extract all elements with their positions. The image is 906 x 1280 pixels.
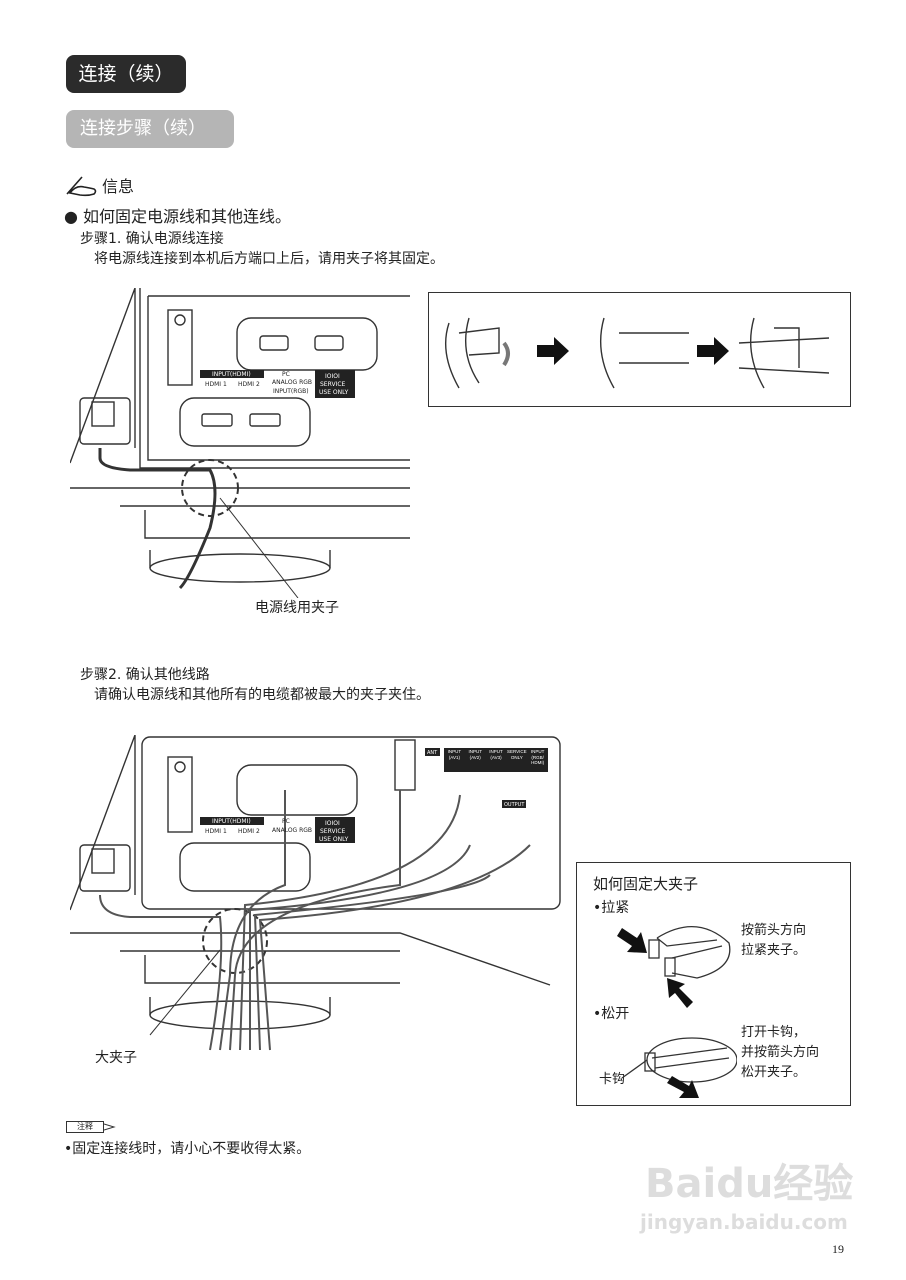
arrow-icon — [667, 978, 693, 1008]
service-icon: IOIOI — [325, 820, 340, 827]
input-rgb-label: INPUT(RGB) — [273, 388, 309, 395]
hand-pen-icon — [66, 176, 97, 197]
hook-label: 卡钩 — [599, 1072, 626, 1087]
av2-label: INPUT (AV2) — [468, 749, 482, 760]
step1-diagram: INPUT(HDMI) HDMI 1 HDMI 2 PC ANALOG RGB … — [70, 288, 410, 598]
tighten-desc-line: 按箭头方向 — [741, 923, 807, 938]
input-hdmi-label: INPUT(HDMI) — [212, 818, 251, 825]
note-text: •固定连接线时，请小心不要收得太紧。 — [64, 1141, 311, 1157]
arrow-icon — [617, 928, 647, 953]
output-label: OUTPUT — [504, 802, 525, 808]
service-label: SERVICE — [320, 828, 346, 835]
step1-title: 步骤1. 确认电源线连接 — [80, 231, 224, 247]
page-number: 19 — [832, 1242, 844, 1256]
bullet-title: ● 如何固定电源线和其他连线。 — [64, 207, 292, 226]
subsection-title: 连接步骤（续） — [66, 110, 234, 148]
note-badge: 注释 — [66, 1121, 118, 1133]
clamp-steps-figure — [428, 292, 851, 407]
service-only-label: SERVICE ONLY — [506, 749, 527, 760]
analog-rgb-label: ANALOG RGB — [272, 827, 312, 834]
hdmi2-label: HDMI 2 — [238, 828, 260, 835]
tighten-desc: 按箭头方向 拉紧夹子。 — [741, 921, 806, 961]
tighten-desc-line: 拉紧夹子。 — [741, 943, 807, 958]
arrow-right-icon — [697, 337, 729, 365]
watermark-logo: Baidu经验 — [645, 1161, 854, 1207]
release-desc-line: 松开夹子。 — [741, 1065, 807, 1080]
analog-rgb-label: ANALOG RGB — [272, 379, 312, 386]
large-clamp-box: 如何固定大夹子 •拉紧 按箭头方向 拉紧夹子。 •松开 打开卡钩， 并按箭头方向… — [576, 862, 851, 1106]
release-label: •松开 — [593, 1006, 630, 1022]
info-label: 信息 — [102, 177, 135, 196]
clamp-illustrations — [617, 926, 737, 1098]
release-desc-line: 打开卡钩， — [741, 1025, 807, 1040]
step2-diagram: INPUT(HDMI) HDMI 1 HDMI 2 PC ANALOG RGB … — [70, 735, 561, 1051]
large-clamp-callout: 大夹子 — [95, 1050, 137, 1066]
use-only-label: USE ONLY — [319, 836, 349, 843]
arrow-icon — [667, 1076, 699, 1098]
info-heading: 信息 — [64, 173, 134, 197]
av1-label: INPUT (AV1) — [447, 749, 462, 760]
bullet-title-text: 如何固定电源线和其他连线。 — [83, 207, 292, 226]
watermark-url: jingyan.baidu.com — [640, 1210, 848, 1234]
rgb-hdmi-label: INPUT (RGB/ HDMI) — [530, 749, 545, 765]
release-desc-line: 并按箭头方向 — [741, 1045, 820, 1060]
pc-label: PC — [282, 818, 290, 825]
hdmi1-label: HDMI 1 — [205, 828, 227, 835]
use-only-label: USE ONLY — [319, 389, 349, 396]
hdmi1-label: HDMI 1 — [205, 381, 227, 388]
note-badge-label: 注释 — [66, 1121, 104, 1133]
input-hdmi-label: INPUT(HDMI) — [212, 371, 251, 378]
step2-desc: 请确认电源线和其他所有的电缆都被最大的夹子夹住。 — [94, 687, 430, 703]
hdmi2-label: HDMI 2 — [238, 381, 260, 388]
arrow-right-icon — [104, 1123, 116, 1131]
clamp-box-title: 如何固定大夹子 — [593, 875, 699, 893]
step2-title: 步骤2. 确认其他线路 — [80, 667, 210, 683]
rotate-arrow-icon — [502, 341, 510, 367]
release-desc: 打开卡钩， 并按箭头方向 松开夹子。 — [741, 1023, 819, 1083]
arrow-right-icon — [537, 337, 569, 365]
tighten-label: •拉紧 — [593, 900, 630, 916]
power-clamp-callout: 电源线用夹子 — [255, 600, 339, 616]
av-input-header: INPUT (AV1) INPUT (AV2) INPUT (AV3) SERV… — [444, 748, 548, 772]
ant-label: ANT — [427, 750, 438, 756]
clamp-steps-illustration — [444, 317, 830, 389]
service-label: SERVICE — [320, 381, 346, 388]
step1-desc: 将电源线连接到本机后方端口上后，请用夹子将其固定。 — [94, 251, 444, 267]
pc-label: PC — [282, 371, 290, 378]
section-title: 连接（续） — [66, 55, 186, 93]
av3-label: INPUT (AV3) — [489, 749, 503, 760]
service-icon: IOIOI — [325, 373, 340, 380]
